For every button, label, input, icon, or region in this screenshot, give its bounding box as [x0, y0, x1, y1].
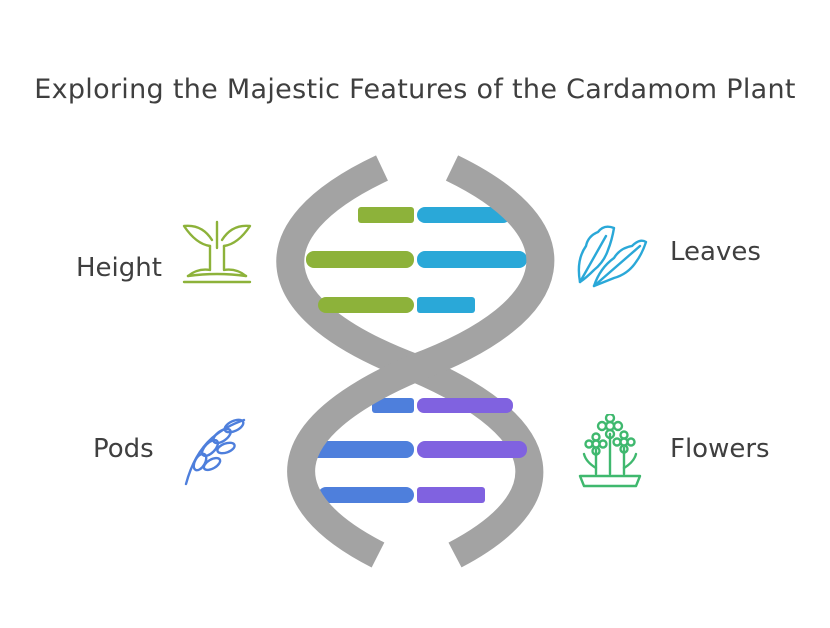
rung-blue-2: [417, 251, 527, 268]
label-height: Height: [76, 253, 162, 283]
rung-green-3: [318, 297, 414, 313]
rung-blue-5: [306, 441, 414, 458]
rung-green-2: [306, 251, 414, 268]
rung-blue-6: [318, 487, 414, 503]
rung-purple-6: [417, 487, 485, 503]
helix-strand-front: [287, 155, 555, 568]
label-flowers: Flowers: [670, 434, 770, 464]
rung-purple-5: [417, 441, 527, 458]
rung-blue-1: [417, 207, 511, 223]
rung-purple-4: [417, 398, 513, 413]
rung-green-1: [358, 207, 414, 223]
label-pods: Pods: [93, 434, 154, 464]
pods-icon: [184, 418, 246, 486]
diagram-title: Exploring the Majestic Features of the C…: [34, 74, 796, 105]
flowers-icon: [578, 414, 642, 488]
label-leaves: Leaves: [670, 237, 761, 267]
sprout-icon: [182, 220, 252, 284]
rung-blue-3: [417, 297, 475, 313]
leaves-icon: [577, 225, 648, 288]
rung-blue-4: [372, 398, 414, 413]
